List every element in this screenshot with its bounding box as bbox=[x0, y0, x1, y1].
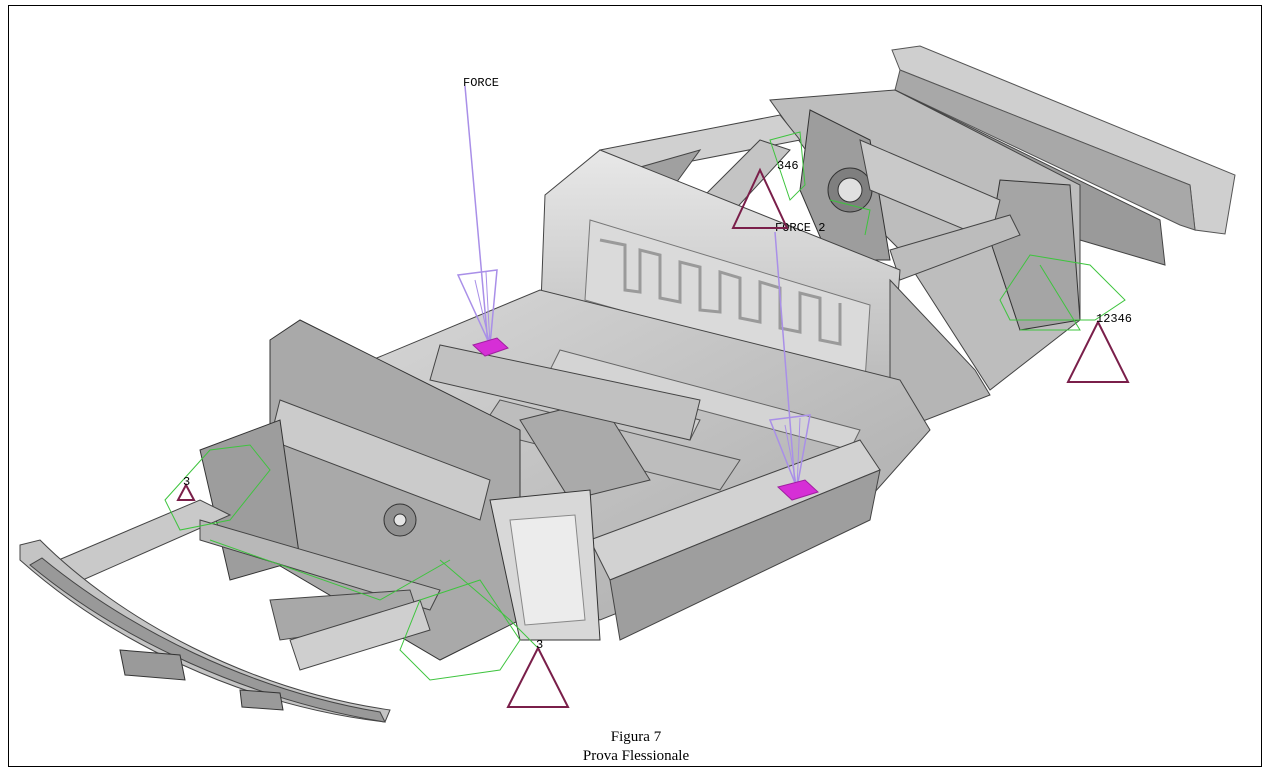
constraint-top-label: 346 bbox=[777, 159, 799, 173]
force-2-load: FORCE 2 bbox=[768, 221, 825, 501]
side-sill-right bbox=[589, 439, 881, 641]
figure-caption-number: Figura 7 bbox=[610, 729, 662, 745]
constraint-right: 12346 bbox=[999, 254, 1132, 383]
constraint-front-left-label: 3 bbox=[183, 475, 190, 489]
rear-frame bbox=[599, 89, 1081, 391]
constraint-right-label: 12346 bbox=[1096, 312, 1132, 326]
constraint-top: 346 bbox=[731, 131, 871, 236]
constraint-front-bottom-label: 3 bbox=[536, 638, 543, 652]
constraint-front-bottom: 3 bbox=[399, 559, 570, 708]
force-1-label: FORCE bbox=[463, 76, 499, 90]
front-rails-bumper bbox=[19, 499, 441, 723]
figure-caption-title: Prova Flessionale bbox=[582, 748, 690, 764]
rear-bulkhead bbox=[539, 149, 991, 431]
constraint-front-left: 3 bbox=[164, 444, 451, 601]
force-1-load: FORCE bbox=[456, 76, 509, 357]
force-2-label: FORCE 2 bbox=[775, 221, 825, 235]
